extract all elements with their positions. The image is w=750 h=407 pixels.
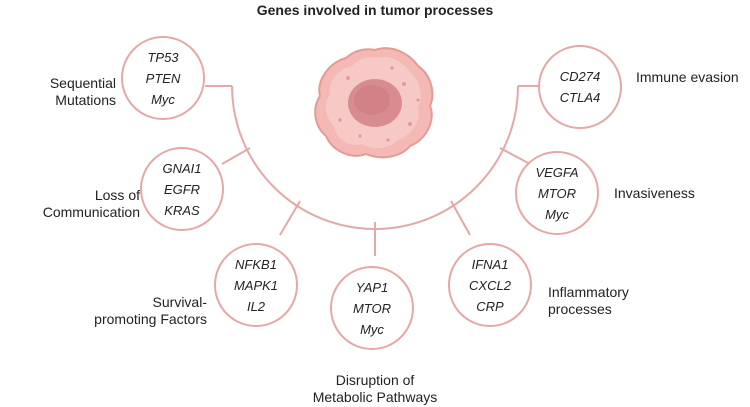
- gene-circle-inflammatory-processes: IFNA1 CXCL2 CRP: [448, 243, 532, 327]
- gene-label: CD274: [559, 69, 601, 84]
- gene-label: MTOR: [352, 300, 392, 316]
- gene-label: EGFR: [163, 181, 201, 197]
- gene-circle-immune-evasion: CD274 CTLA4: [538, 45, 622, 129]
- gene-label: TP53: [147, 49, 179, 65]
- gene-circle-survival-promoting-factors: NFKB1 MAPK1 IL2: [214, 243, 298, 327]
- gene-label: Myc: [360, 321, 384, 337]
- gene-label: MTOR: [537, 185, 577, 201]
- gene-label: CXCL2: [469, 277, 511, 293]
- gene-label: KRAS: [164, 202, 200, 218]
- gene-label: PTEN: [145, 70, 181, 86]
- gene-label: Myc: [545, 206, 569, 222]
- gene-label: YAP1: [355, 279, 389, 295]
- gene-label: CRP: [476, 298, 504, 314]
- group-label-invasiveness: Invasiveness: [614, 185, 695, 201]
- group-label-survival-promoting-factors: Survival- promoting Factors: [94, 294, 207, 327]
- gene-circle-disruption-of-metabolic-pathways: YAP1 MTOR Myc: [330, 266, 414, 350]
- tumor-cell-icon: [314, 47, 434, 159]
- group-label-disruption-of-metabolic-pathways: Disruption of Metabolic Pathways: [312, 372, 438, 405]
- gene-circle-invasiveness: VEGFA MTOR Myc: [515, 151, 599, 235]
- gene-label: Myc: [151, 91, 175, 107]
- connector-inflammatory: [450, 200, 471, 236]
- gene-label: VEGFA: [535, 164, 579, 180]
- gene-label: CTLA4: [559, 90, 601, 105]
- group-label-immune-evasion: Immune evasion: [636, 69, 739, 85]
- group-label-sequential-mutations: Sequential Mutations: [49, 75, 116, 108]
- gene-label: IL2: [246, 298, 266, 314]
- group-label-inflammatory-processes: Inflammatory processes: [548, 284, 629, 317]
- group-label-loss-of-communication: Loss of Communication: [42, 187, 140, 220]
- gene-label: MAPK1: [233, 277, 279, 293]
- gene-circle-sequential-mutations: TP53 PTEN Myc: [121, 36, 205, 120]
- connector-survival: [279, 200, 301, 236]
- gene-label: GNAI1: [162, 160, 202, 176]
- diagram-title: Genes involved in tumor processes: [256, 2, 494, 18]
- gene-circle-loss-of-communication: GNAI1 EGFR KRAS: [140, 147, 224, 231]
- gene-label: NFKB1: [235, 256, 277, 272]
- connector-communication: [221, 147, 251, 165]
- gene-label: IFNA1: [471, 256, 509, 272]
- connector-invasiveness: [499, 147, 531, 165]
